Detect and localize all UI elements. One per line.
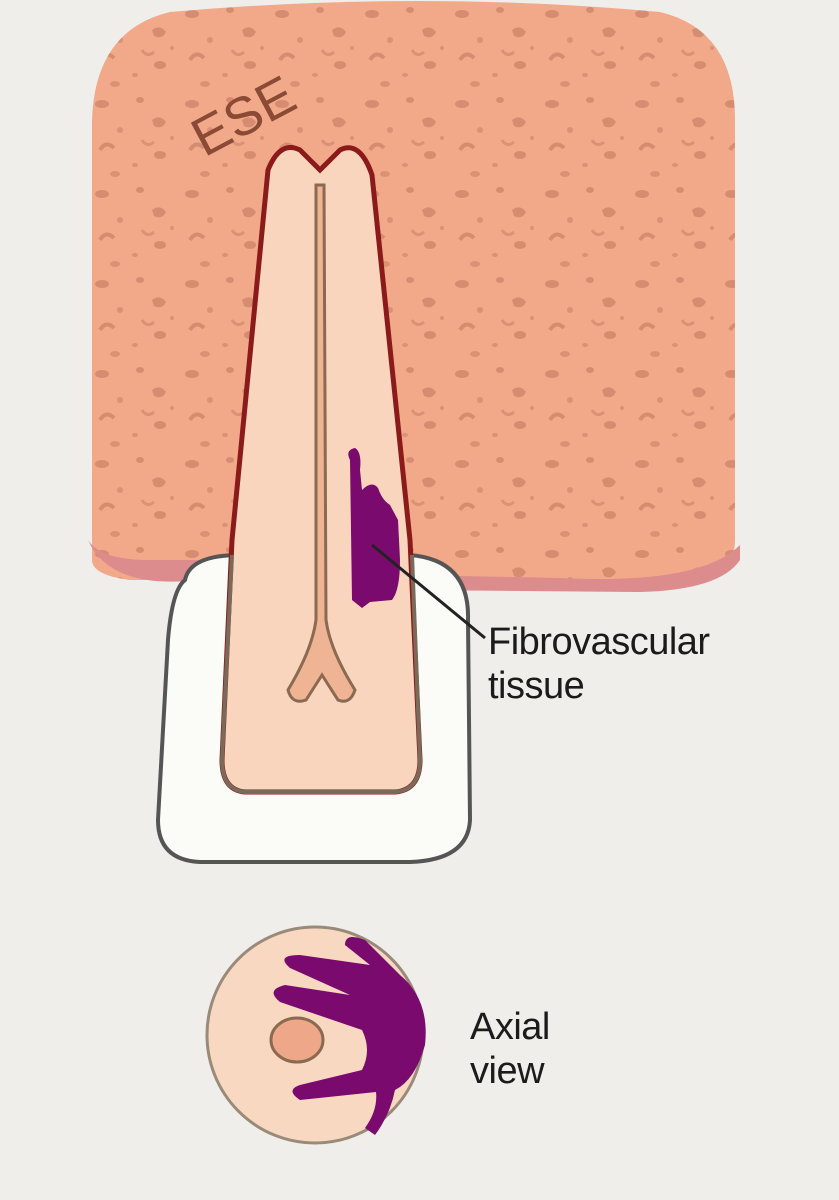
root-canal xyxy=(286,183,357,703)
axial-label-line2: view xyxy=(470,1050,545,1092)
fibrovascular-tissue xyxy=(348,448,400,608)
leader-line xyxy=(371,543,486,640)
axial-view-label: Axial view xyxy=(470,1005,550,1093)
fibrovascular-label: Fibrovascular tissue xyxy=(488,620,710,708)
axial-label-line1: Axial xyxy=(470,1006,550,1048)
axial-view xyxy=(205,925,426,1145)
bone-region xyxy=(88,1,740,592)
fibrovascular-label-line1: Fibrovascular xyxy=(488,621,710,663)
fibrovascular-label-line2: tissue xyxy=(488,665,585,707)
